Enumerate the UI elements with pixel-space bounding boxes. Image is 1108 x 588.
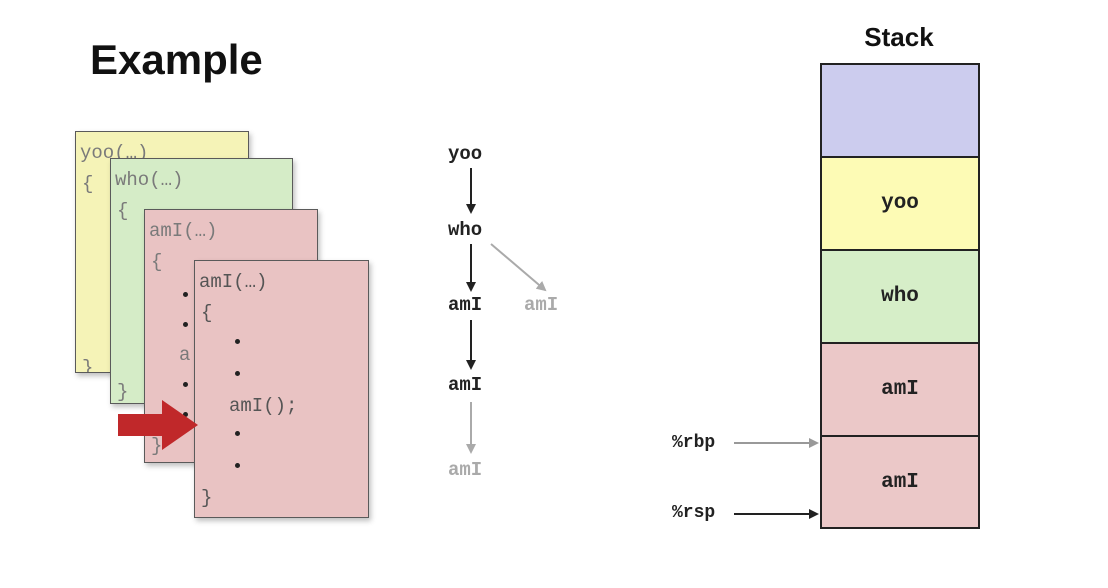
- tree-node-who: who: [448, 219, 483, 241]
- ellipsis-dot: [183, 382, 188, 387]
- register-rsp: %rsp: [672, 503, 716, 523]
- ellipsis-dot: [183, 322, 188, 327]
- ellipsis-dot: [235, 371, 240, 376]
- ellipsis-dot: [235, 339, 240, 344]
- ellipsis-dot: [183, 292, 188, 297]
- frame-label: who: [881, 285, 919, 308]
- tree-node-ami-gray-2: amI: [448, 459, 483, 481]
- card-header: amI(…): [149, 220, 218, 242]
- card-header: amI(…): [199, 271, 268, 293]
- ellipsis-dot: [235, 431, 240, 436]
- stack-frame-caller: [822, 65, 978, 156]
- open-brace: {: [201, 302, 213, 324]
- stack-frame-ami-2: amI: [822, 435, 978, 527]
- tree-node-ami-2: amI: [448, 374, 483, 396]
- tree-node-yoo: yoo: [448, 143, 483, 165]
- open-brace: {: [82, 173, 94, 195]
- slide-title: Example: [90, 36, 263, 83]
- stack-frame-who: who: [822, 249, 978, 342]
- partial-call: a: [179, 344, 191, 366]
- frame-label: amI: [881, 378, 919, 401]
- register-rbp: %rbp: [672, 433, 716, 453]
- close-brace: }: [117, 381, 129, 403]
- tree-node-ami-1: amI: [448, 294, 483, 316]
- close-brace: }: [201, 487, 213, 509]
- close-brace: }: [82, 357, 94, 373]
- current-line-arrow-icon: [118, 400, 198, 450]
- ellipsis-dot: [183, 412, 188, 417]
- edge-who-ami-gray: [490, 243, 547, 292]
- code-card-ami-inner: amI(…) { amI(); }: [194, 260, 369, 518]
- ellipsis-dot: [235, 463, 240, 468]
- stack-frame-yoo: yoo: [822, 156, 978, 249]
- stack-frame-ami-1: amI: [822, 342, 978, 435]
- close-brace: }: [151, 435, 163, 457]
- frame-label: amI: [881, 470, 919, 494]
- recursive-call: amI();: [229, 395, 298, 417]
- card-header: who(…): [115, 169, 184, 191]
- frame-label: yoo: [881, 192, 919, 215]
- open-brace: {: [117, 200, 129, 222]
- stack-title: Stack: [864, 22, 934, 52]
- open-brace: {: [151, 251, 163, 273]
- tree-node-ami-gray-1: amI: [524, 294, 559, 316]
- stack-diagram: yoo who amI amI: [820, 63, 980, 529]
